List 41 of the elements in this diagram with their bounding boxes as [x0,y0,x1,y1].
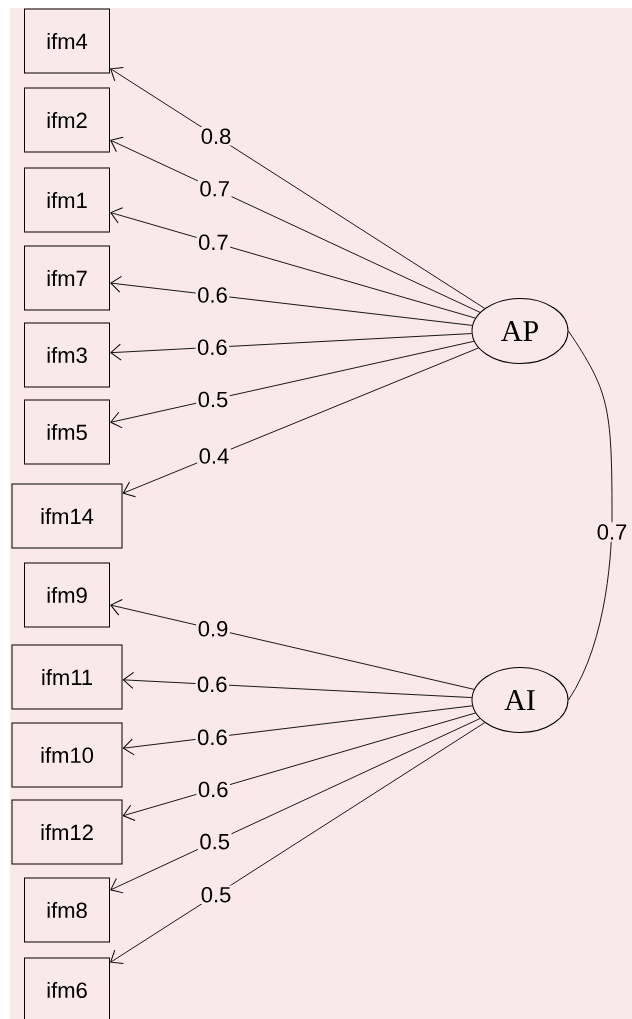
arrow [110,333,473,361]
arrow [110,67,486,309]
arrow [110,136,481,313]
edge-label: 0.9 [198,621,228,637]
edge-label: 0.6 [198,287,227,303]
arrow [122,712,476,822]
arrow [122,705,473,756]
edge-label: 0.5 [201,886,231,903]
arrow [110,340,475,429]
variable-box: ifm4 [24,8,110,74]
variable-box: ifm12 [11,799,123,865]
covariance-curve [568,330,613,701]
arrow [110,275,473,326]
edge-label: 0.5 [200,833,230,850]
edge-label: 0.6 [197,339,227,356]
arrow [110,718,481,894]
edge-label: 0.6 [197,676,227,693]
variable-box: ifm9 [24,562,110,628]
edge-label: 0.6 [197,729,227,746]
variable-box: ifm11 [11,644,123,710]
variable-box: ifm5 [24,399,110,465]
arrow [122,671,473,698]
arrow [110,207,476,319]
arrow [110,599,475,690]
variable-box: ifm8 [24,877,110,943]
edge-label: 0.7 [594,522,630,542]
variable-box: ifm1 [24,167,110,233]
variable-box: ifm3 [24,322,110,388]
edge-label: 0.6 [198,781,228,798]
variable-box: ifm6 [24,957,110,1019]
variable-box: ifm10 [11,722,123,788]
edge-label: 0.5 [198,391,228,408]
edge-label: 0.7 [198,234,228,251]
variable-box: ifm14 [11,483,123,549]
arrow [122,347,479,498]
edge-label: 0.8 [201,128,231,145]
edge-label: 0.4 [199,448,229,464]
arrow [110,722,486,964]
variable-box: ifm7 [24,245,110,311]
variable-box: ifm2 [24,87,110,153]
edge-label: 0.7 [200,180,229,197]
